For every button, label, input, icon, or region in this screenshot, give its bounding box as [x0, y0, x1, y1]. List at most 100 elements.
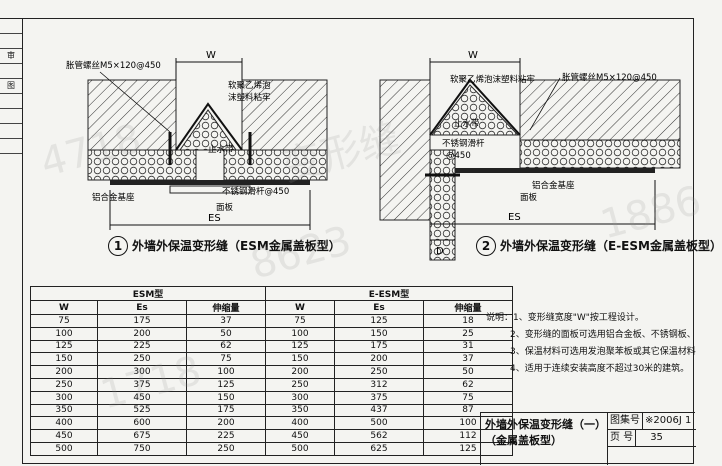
page-value: 35 — [650, 432, 663, 443]
strip-cell — [0, 109, 22, 124]
table-cell: 400 — [265, 416, 335, 431]
table-cell: 125 — [30, 339, 98, 354]
table-cell: 375 — [334, 390, 424, 405]
table-cell: 175 — [186, 403, 266, 418]
table-cell: 75 — [423, 390, 513, 405]
fig2-waterstop-label: 止水带 — [454, 118, 480, 129]
fig1-waterstop-label: 止水带 — [208, 144, 234, 155]
insulation-left — [87, 149, 197, 181]
table-cell: 125 — [186, 377, 266, 392]
table-cell: 450 — [265, 429, 335, 443]
drawing-frame — [22, 18, 694, 464]
table-cell: 150 — [186, 390, 266, 405]
table-cell: 375 — [97, 377, 187, 392]
page-label: 页 号 — [608, 430, 637, 446]
fig2-wall-left — [379, 79, 431, 221]
table-cell: 437 — [334, 403, 424, 418]
figure-1-number: 1 — [108, 236, 128, 256]
note-4: 4、适用于连续安装高度不超过30米的建筑。 — [510, 364, 690, 374]
note-1: 说明：1、变形缝宽度"W"按工程设计。 — [486, 313, 644, 323]
table-cell: 225 — [97, 339, 187, 354]
table-cell: 500 — [334, 416, 424, 431]
table-cell: 125 — [423, 441, 513, 456]
table-cell: 62 — [423, 377, 513, 392]
fig1-rod-label: 不锈钢滑杆@450 — [222, 186, 289, 197]
group-header-esm: ESM型 — [30, 286, 266, 301]
table-cell: 250 — [97, 352, 187, 367]
atlas-row: 图集号 ※2006J 1 — [608, 413, 696, 430]
table-cell: 525 — [97, 403, 187, 418]
table-cell: 600 — [97, 416, 187, 431]
fig1-es-label: ES — [208, 213, 221, 224]
figure-2-caption-text: 外墙外保温变形缝（E-ESM金属盖板型） — [500, 239, 722, 253]
table-cell: 37 — [186, 314, 266, 328]
table-cell: 350 — [30, 403, 98, 418]
table-cell: 625 — [334, 441, 424, 456]
fig2-rod-label-1: 不锈钢滑杆 — [442, 138, 485, 149]
col-header-w: W — [30, 300, 98, 315]
fig1-foam-label: 软聚乙烯泡 — [228, 80, 271, 91]
table-cell: 250 — [186, 441, 266, 456]
figure-2-drawing: W ES D 软聚乙烯泡沫塑料粘牢 胀管螺丝M5×120@450 止水带 不锈钢… — [379, 50, 681, 261]
title-line-1: 外墙外保温变形缝（一） — [485, 418, 606, 431]
table-cell: 75 — [30, 314, 98, 328]
table-cell: 500 — [265, 441, 335, 456]
table-cell: 200 — [186, 416, 266, 431]
table-cell: 250 — [265, 377, 335, 392]
figure-1-caption: 1 外墙外保温变形缝（ESM金属盖板型） — [108, 236, 341, 256]
note-2: 2、变形缝的面板可选用铝合金板、不锈钢板、 — [510, 330, 696, 340]
strip-cell — [0, 139, 22, 154]
foam-peak — [179, 109, 237, 151]
fig2-panel-label: 面板 — [520, 192, 538, 203]
table-cell: 100 — [265, 326, 335, 341]
page-row: 页 号 35 — [608, 430, 696, 447]
table-cell: 100 — [186, 365, 266, 379]
table-cell: 300 — [30, 390, 98, 405]
insulation-right — [223, 149, 328, 181]
table-cell: 125 — [334, 314, 424, 328]
table-cell: 250 — [334, 365, 424, 379]
strip-cell — [0, 19, 22, 34]
figure-1-drawing: W ES 胀管螺丝M5×120@450 软聚乙烯泡 沫塑料粘牢 止水带 铝合金基… — [66, 50, 328, 230]
fig2-w-label: W — [468, 50, 478, 61]
table-cell: 500 — [30, 441, 98, 456]
wall-left — [87, 79, 177, 151]
fig1-w-label: W — [206, 50, 216, 61]
group-header-e-esm: E-ESM型 — [265, 286, 513, 301]
col-header-es: Es — [334, 300, 424, 315]
table-cell: 150 — [30, 352, 98, 367]
table-cell: 175 — [334, 339, 424, 354]
fig1-base-label: 铝合金基座 — [92, 192, 135, 203]
table-cell: 125 — [265, 339, 335, 354]
fig1-panel-label: 面板 — [216, 202, 234, 213]
table-cell: 250 — [30, 377, 98, 392]
fig2-d-label: D — [436, 246, 444, 257]
fig2-wall-right — [519, 79, 681, 141]
title-block-title: 外墙外保温变形缝（一） （金属盖板型） — [485, 417, 606, 449]
note-3: 3、保温材料可选用发泡聚苯板或其它保温材料 — [510, 347, 696, 357]
notes: 说明：1、变形缝宽度"W"按工程设计。 2、变形缝的面板可选用铝合金板、不锈钢板… — [486, 310, 696, 378]
table-cell: 150 — [265, 352, 335, 367]
strip-cell — [0, 64, 22, 79]
title-block: 外墙外保温变形缝（一） （金属盖板型） 图集号 ※2006J 1 页 号 35 — [480, 412, 696, 465]
table-cell: 450 — [30, 429, 98, 443]
table-cell: 562 — [334, 429, 424, 443]
figure-1-caption-text: 外墙外保温变形缝（ESM金属盖板型） — [132, 239, 341, 253]
table-cell: 300 — [97, 365, 187, 379]
fig2-base-label: 铝合金基座 — [532, 180, 575, 191]
table-cell: 300 — [265, 390, 335, 405]
title-line-2: （金属盖板型） — [485, 434, 562, 447]
strip-cell: 图 — [0, 79, 22, 94]
col-header-es: Es — [97, 300, 187, 315]
fig2-cover-plate — [455, 168, 655, 173]
strip-cell — [0, 34, 22, 49]
